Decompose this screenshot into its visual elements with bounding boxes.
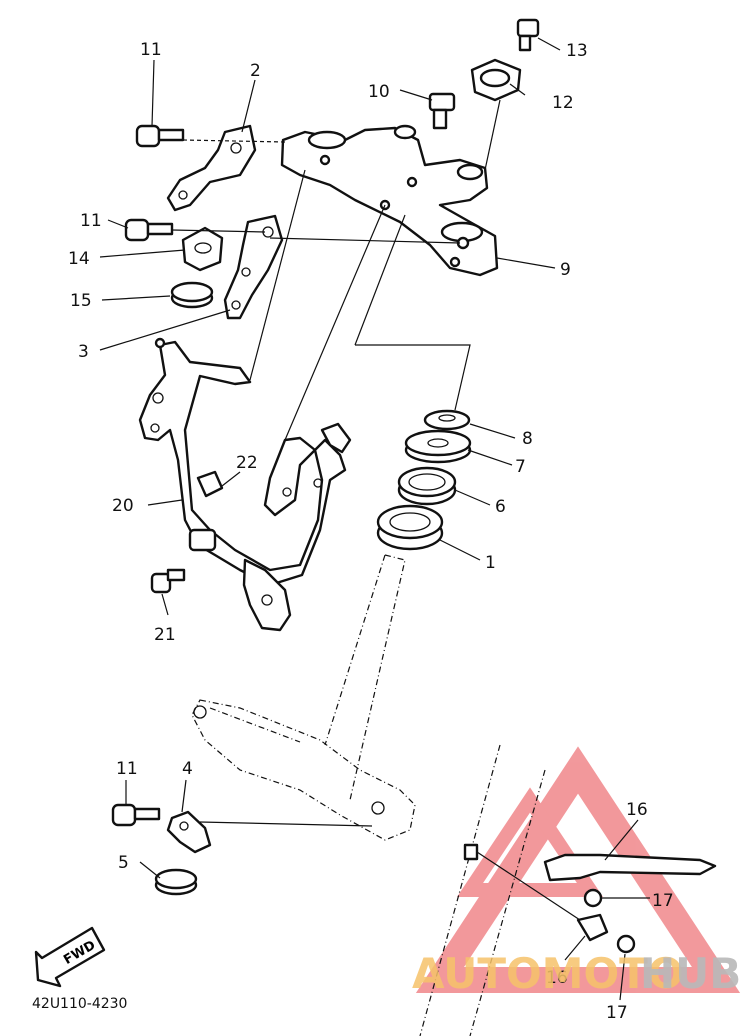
callout-4: 4 bbox=[182, 759, 193, 779]
automotohub-watermark: AUTOMOTO HUB bbox=[412, 949, 741, 998]
callout-20: 20 bbox=[112, 496, 134, 516]
callout-11-middle: 11 bbox=[80, 211, 102, 231]
steering-stem bbox=[191, 554, 416, 841]
callout-8: 8 bbox=[522, 429, 533, 449]
callout-22: 22 bbox=[236, 453, 258, 473]
automotohub-logo bbox=[415, 746, 741, 993]
callout-13: 13 bbox=[566, 41, 588, 61]
damper-14 bbox=[181, 226, 224, 272]
bracket-2 bbox=[166, 124, 257, 212]
nut-17 bbox=[616, 934, 636, 954]
bolt-11-middle bbox=[124, 218, 174, 242]
watermark-text-automoto: AUTOMOTO bbox=[412, 949, 684, 998]
fwd-arrow: FWD bbox=[34, 926, 106, 988]
grommet-15 bbox=[170, 281, 214, 309]
upper-bracket bbox=[280, 124, 499, 277]
bolt-11-upper bbox=[135, 124, 185, 148]
bolt-13 bbox=[516, 18, 540, 52]
callout-17: 17 bbox=[606, 1003, 628, 1023]
callout-2: 2 bbox=[250, 61, 261, 81]
bolt-19 bbox=[583, 888, 603, 908]
handlebar-clamp-12 bbox=[470, 58, 522, 102]
callout-21: 21 bbox=[154, 625, 176, 645]
callout-10: 10 bbox=[368, 82, 390, 102]
guide-18 bbox=[463, 843, 717, 882]
bolt-10 bbox=[428, 92, 456, 130]
bearing-1 bbox=[376, 504, 444, 551]
callout-6: 6 bbox=[495, 497, 506, 517]
callout-7: 7 bbox=[515, 457, 526, 477]
washer-7 bbox=[404, 429, 472, 464]
fork-tube bbox=[419, 744, 546, 1036]
grommet-5 bbox=[154, 868, 198, 896]
callout-labels: 11 2 10 12 13 11 14 15 3 9 8 7 6 1 22 20… bbox=[68, 40, 674, 1023]
callout-5: 5 bbox=[118, 853, 129, 873]
headlight-stay-20 bbox=[138, 337, 352, 632]
callout-12: 12 bbox=[552, 93, 574, 113]
leader-lines bbox=[99, 37, 650, 1001]
callout-9: 9 bbox=[560, 260, 571, 280]
ring-nut-8 bbox=[423, 409, 471, 431]
clamp-16 bbox=[576, 913, 609, 942]
bolt-21 bbox=[150, 568, 186, 594]
cushion-22 bbox=[196, 470, 224, 498]
watermark-text-hub: HUB bbox=[640, 949, 741, 998]
bolt-11-lower bbox=[111, 803, 161, 827]
callout-1: 1 bbox=[485, 553, 496, 573]
callout-18: 16 bbox=[626, 800, 648, 820]
diagram-code: 42U110-4230 bbox=[32, 996, 127, 1012]
bracket-4 bbox=[166, 810, 212, 854]
callout-15: 15 bbox=[70, 291, 92, 311]
callout-11-lower: 11 bbox=[116, 759, 138, 779]
callout-3: 3 bbox=[78, 342, 89, 362]
callout-11-upper: 11 bbox=[140, 40, 162, 60]
callout-16: 16 bbox=[546, 968, 568, 988]
bearing-6 bbox=[397, 466, 457, 506]
callout-19: 17 bbox=[652, 891, 674, 911]
callout-14: 14 bbox=[68, 249, 90, 269]
